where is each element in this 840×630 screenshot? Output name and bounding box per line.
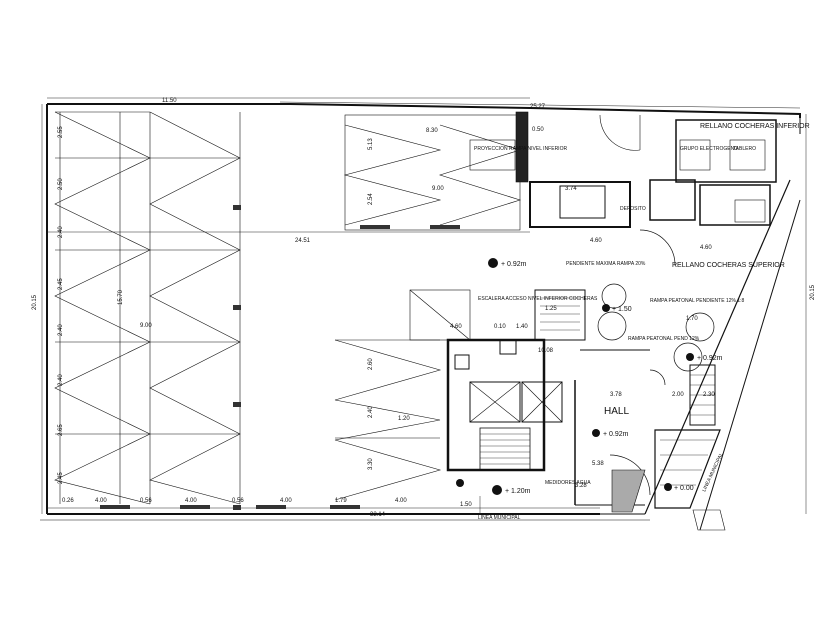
label-relleno-superior: RELLANO COCHERAS SUPERIOR xyxy=(672,262,785,269)
level-1: + 0.92m xyxy=(501,261,527,268)
dim-stall-l5: 2.40 xyxy=(58,374,64,386)
dim-6-00: 4.60 xyxy=(700,245,712,251)
label-grupo: GRUPO ELECTROGENO xyxy=(680,146,738,152)
dim-1-50: 1.50 xyxy=(460,502,472,508)
dim-1-65: 2.30 xyxy=(703,392,715,398)
dim-stall-l6: 2.65 xyxy=(58,424,64,436)
dim-bottom-total: 32.14 xyxy=(370,512,386,518)
label-proyeccion: PROYECCION RAMPA NIVEL INFERIOR xyxy=(474,146,567,152)
dim-9-00: 9.00 xyxy=(432,186,444,192)
level-2: + 0.92m xyxy=(697,355,723,362)
level-markers xyxy=(456,258,694,495)
dim-stall-r2: 3.30 xyxy=(368,458,374,470)
dim-bay-3: 4.00 xyxy=(185,498,197,504)
structural-columns xyxy=(100,205,460,510)
dim-0-10: 0.10 xyxy=(494,324,506,330)
dimension-labels: 11.50 25.27 32.14 20.15 20.15 24.51 9.00… xyxy=(32,98,816,518)
dim-left-height: 20.15 xyxy=(32,294,38,310)
dim-bay-7: 4.00 xyxy=(395,498,407,504)
dim-2-00: 2.00 xyxy=(672,392,684,398)
dim-8-30: 8.30 xyxy=(426,128,438,134)
label-deposito: DEPOSITO xyxy=(620,206,646,212)
label-linea-municipal: LINEA MUNICIPAL xyxy=(478,515,521,521)
dim-center-span: 24.51 xyxy=(295,238,311,244)
dim-4-60-c: 1.20 xyxy=(398,416,410,422)
dim-3-78: 3.78 xyxy=(610,392,622,398)
dim-3-28: 3.28 xyxy=(575,483,587,489)
label-relleno-inferior: RELLANO COCHERAS INFERIOR xyxy=(700,123,810,130)
dim-10-08: 10.08 xyxy=(538,348,554,354)
dim-ramp-span: 9.00 xyxy=(140,323,152,329)
label-rampa-peatonal-2: RAMPA PEATONAL PEND 12% xyxy=(628,336,700,342)
dim-stall-l2: 2.40 xyxy=(58,226,64,238)
dim-bay-6: 1.79 xyxy=(335,498,347,504)
dim-5-13: 5.13 xyxy=(368,138,374,150)
dim-top-right: 25.27 xyxy=(530,104,546,110)
dim-stall-l7: 2.45 xyxy=(58,472,64,484)
dim-stall-depth: 4.60 xyxy=(450,324,462,330)
dim-stall-r1: 2.40 xyxy=(368,406,374,418)
dim-3-40: 1.70 xyxy=(686,316,698,322)
label-escalera: ESCALERA ACCESO NIVEL INFERIOR COCHERAS xyxy=(478,296,598,302)
outer-walls xyxy=(40,103,801,531)
dim-stall-l0: 2.55 xyxy=(58,126,64,138)
dim-1-40: 1.40 xyxy=(516,324,528,330)
service-rooms xyxy=(529,114,777,228)
building-core xyxy=(446,289,586,472)
level-5: + 0.00 xyxy=(674,485,694,492)
label-rampa-peatonal-1: RAMPA PEATONAL PENDIENTE 12% 1:8 xyxy=(650,298,745,304)
ramp-projection-area xyxy=(343,111,529,231)
label-medidores: MEDIDORES AGUA xyxy=(545,480,591,486)
right-parking-stalls xyxy=(334,289,471,501)
level-6: + 1.50 xyxy=(612,306,632,313)
dim-right-height: 20.15 xyxy=(810,284,816,300)
dim-1-25: 1.25 xyxy=(545,306,557,312)
dim-5-38: 5.38 xyxy=(592,461,604,467)
level-labels: + 0.92m + 0.92m + 0.92m + 1.20m + 0.00 +… xyxy=(501,261,723,495)
dim-0-50: 0.50 xyxy=(532,127,544,133)
circular-elements xyxy=(597,229,715,496)
hall-area xyxy=(574,349,726,531)
label-tablero: TABLERO xyxy=(733,146,756,152)
dim-stall-l3: 2.45 xyxy=(58,278,64,290)
label-hall: HALL xyxy=(604,406,629,417)
dimension-lines xyxy=(41,97,807,514)
left-parking-stalls xyxy=(54,111,241,505)
dim-stall-l1: 2.50 xyxy=(58,178,64,190)
dim-bay-5: 4.00 xyxy=(280,498,292,504)
dim-stall-l4: 2.40 xyxy=(58,324,64,336)
dim-bay-1: 4.00 xyxy=(95,498,107,504)
dim-top-width: 11.50 xyxy=(162,98,177,104)
dim-bay-4: 0.56 xyxy=(232,498,244,504)
dim-bay-0: 0.26 xyxy=(62,498,74,504)
label-pendiente: PENDIENTE MAXIMA RAMPA 20% xyxy=(566,261,646,267)
dim-4-60-b: 4.60 xyxy=(590,238,602,244)
dim-2-54: 2.54 xyxy=(368,193,374,205)
level-4: + 1.20m xyxy=(505,488,531,495)
dim-stall-r0: 2.60 xyxy=(368,358,374,370)
level-3: + 0.92m xyxy=(603,431,629,438)
dim-3-74: 3.74 xyxy=(565,186,577,192)
dim-bay-2: 0.56 xyxy=(140,498,152,504)
dim-15-70: 15.70 xyxy=(118,289,124,305)
